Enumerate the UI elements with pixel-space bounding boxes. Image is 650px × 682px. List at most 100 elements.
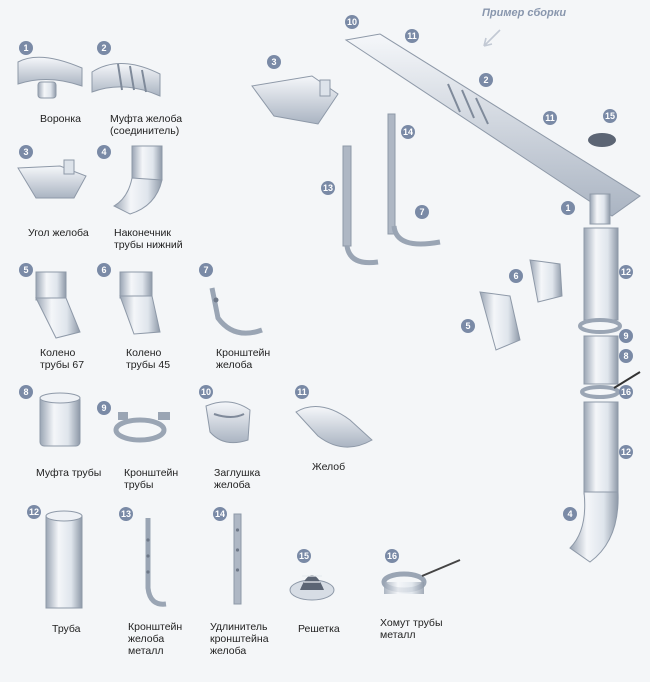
part-16-badge-number: 16 [387,551,397,561]
assembly-badge-11-number: 11 [407,31,417,41]
part-9-label-line: трубы [124,479,153,491]
assembly-badge-10-circle [345,15,359,29]
assembly-pipe-top [583,227,619,321]
assembly-badge-2-number: 2 [483,75,488,85]
part-16-illustration [381,559,461,594]
part-11-illustration [295,406,373,448]
assembly-tip [569,491,619,563]
part-4-badge: 4 [97,145,111,159]
part-13-label-line: Кронштейн [128,621,182,633]
assembly-title: Пример сборки [482,7,566,19]
part-12-illustration [45,510,83,609]
assembly-badge-15-circle [603,109,617,123]
assembly-badge-10: 10 [345,15,359,29]
assembly-badge-8-number: 8 [623,351,628,361]
assembly-gutter [344,33,641,217]
assembly-badge-14-circle [401,125,415,139]
assembly-badge-11-circle [543,111,557,125]
part-13-badge-number: 13 [121,509,131,519]
part-6-label-line: Колено [126,347,161,359]
assembly-badge-13: 13 [321,181,335,195]
part-15-badge-number: 15 [299,551,309,561]
assembly-badge-15-number: 15 [605,111,615,121]
part-6-label-line: трубы 45 [126,359,170,371]
part-3-badge: 3 [19,145,33,159]
part-9-badge-circle [97,401,111,415]
part-8-badge-number: 8 [23,387,28,397]
part-3-label-line: Угол желоба [28,227,89,239]
part-10-label-line: желоба [214,479,250,491]
assembly-badge-3-circle [267,55,281,69]
part-10-badge-circle [199,385,213,399]
assembly-badge-11: 11 [543,111,557,125]
part-12-badge: 12 [27,505,41,519]
part-13-badge: 13 [119,507,133,521]
assembly-corner [251,75,339,125]
part-14-label-line: желоба [210,645,246,657]
part-11-badge: 11 [295,385,309,399]
assembly-badge-7-circle [415,205,429,219]
part-1-badge-circle [19,41,33,55]
part-5-badge: 5 [19,263,33,277]
assembly-badge-3: 3 [267,55,281,69]
part-12-badge-number: 12 [29,507,39,517]
part-3-illustration [17,159,87,199]
part-7-label-line: желоба [216,359,252,371]
assembly-arrow [483,29,501,47]
part-13-label-line: желоба [128,633,164,645]
part-14-badge: 14 [213,507,227,521]
part-8-label-line: Муфта трубы [36,467,101,479]
assembly-badge-6-number: 6 [513,271,518,281]
part-11-badge-number: 11 [297,387,307,397]
assembly-badge-7-number: 7 [419,207,424,217]
part-1-label-line: Воронка [40,113,81,125]
assembly-badge-11-circle [405,29,419,43]
part-6-badge-circle [97,263,111,277]
part-7-illustration [209,287,263,336]
assembly-badge-10-number: 10 [347,17,357,27]
part-1-badge-number: 1 [23,43,28,53]
assembly-badge-8: 8 [619,349,633,363]
part-12-badge-circle [27,505,41,519]
part-4-badge-circle [97,145,111,159]
part-9-badge-number: 9 [101,403,106,413]
part-10-badge: 10 [199,385,213,399]
part-6-illustration [119,271,161,335]
part-5-illustration [35,271,81,339]
assembly-badge-16-circle [619,385,633,399]
part-7-label-line: Кронштейн [216,347,270,359]
assembly-badge-13-circle [321,181,335,195]
part-16-badge-circle [385,549,399,563]
assembly-badge-15: 15 [603,109,617,123]
part-2-badge-number: 2 [101,43,106,53]
part-7-badge-circle [199,263,213,277]
part-4-badge-number: 4 [101,147,106,157]
part-15-label-line: Решетка [298,623,340,635]
assembly-badge-9-circle [619,329,633,343]
part-16-label-line: металл [380,629,416,641]
part-4-label-line: трубы нижний [114,239,183,251]
part-5-label-line: трубы 67 [40,359,84,371]
assembly-bracket-13 [342,145,352,247]
assembly-badge-16-number: 16 [621,387,631,397]
assembly-elbow-6 [529,259,563,303]
part-7-badge-number: 7 [203,265,208,275]
assembly-badge-2: 2 [479,73,493,87]
part-14-label-line: Удлинитель [210,621,268,633]
assembly-badge-16: 16 [619,385,633,399]
part-8-badge-circle [19,385,33,399]
assembly-badge-5-circle [461,319,475,333]
assembly-badge-12: 12 [619,445,633,459]
part-11-label-line: Желоб [312,461,345,473]
assembly-badge-5-number: 5 [465,321,470,331]
part-6-badge: 6 [97,263,111,277]
part-15-illustration [289,575,335,601]
part-10-badge-number: 10 [201,387,211,397]
assembly-badge-5: 5 [461,319,475,333]
part-5-badge-circle [19,263,33,277]
part-14-badge-number: 14 [215,509,225,519]
part-2-badge-circle [97,41,111,55]
assembly-badge-1-number: 1 [565,203,570,213]
part-6-badge-number: 6 [101,265,106,275]
